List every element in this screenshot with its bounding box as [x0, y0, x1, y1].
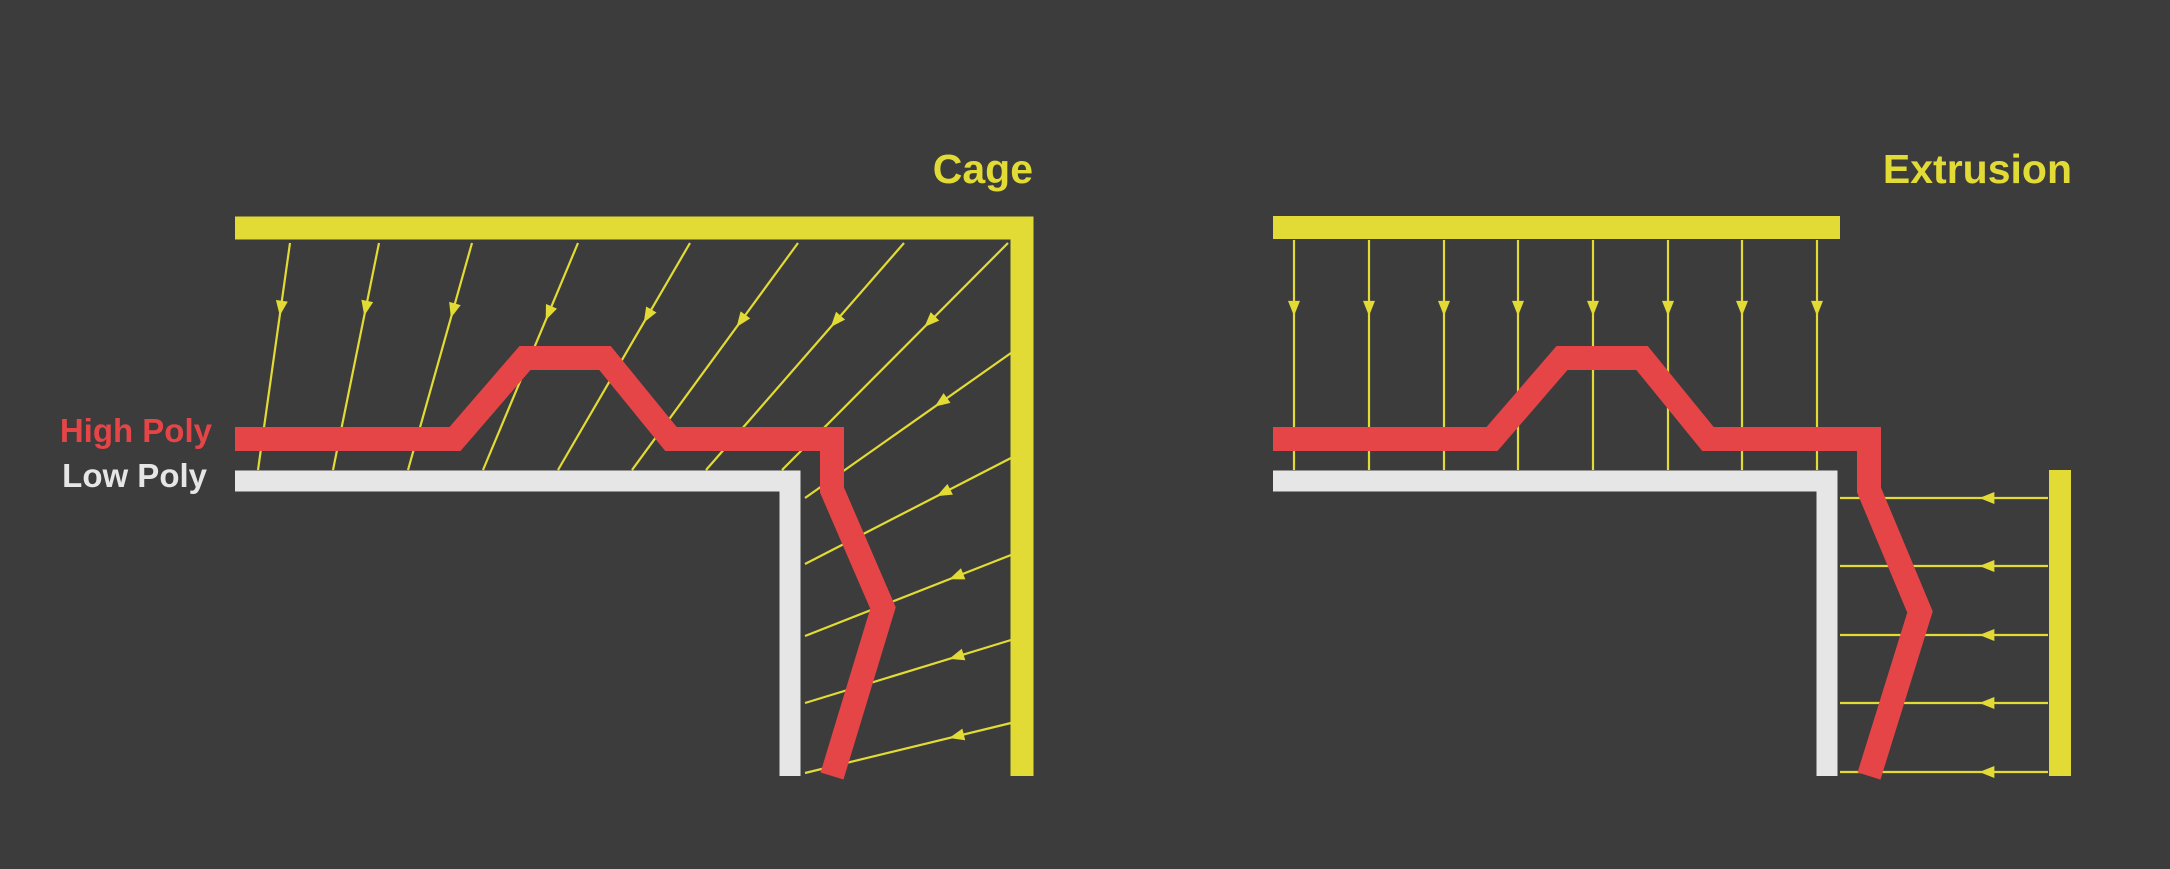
projection-ray: [1840, 560, 2048, 572]
ray-arrow-icon: [449, 301, 461, 318]
ray-arrow-icon: [936, 483, 953, 497]
ray-line: [804, 553, 1012, 638]
ray-arrow-icon: [275, 299, 288, 316]
ray-arrow-icon: [830, 311, 846, 327]
cage-panel: [235, 216, 1034, 780]
ray-line: [557, 242, 691, 471]
ray-arrow-icon: [924, 312, 940, 327]
projection-ray: [1840, 629, 2048, 641]
ray-arrow-icon: [1587, 300, 1599, 316]
ray-arrow-icon: [1979, 492, 1995, 504]
ray-arrow-icon: [1288, 300, 1300, 316]
ray-arrow-icon: [545, 304, 558, 321]
extrusion-bar-top: [1273, 216, 1840, 239]
projection-ray: [1512, 240, 1524, 470]
ray-arrow-icon: [643, 306, 657, 323]
projection-ray: [804, 553, 1012, 638]
ray-line: [804, 638, 1012, 705]
ray-arrow-icon: [1512, 300, 1524, 316]
ray-arrow-icon: [934, 393, 951, 407]
high-poly-line: [235, 346, 896, 780]
projection-ray: [1840, 697, 2048, 709]
extrusion-panel: [1273, 216, 2071, 780]
ray-arrow-icon: [949, 568, 966, 580]
ray-arrow-icon: [1979, 766, 1995, 778]
low-poly-line: [235, 470, 801, 776]
cage-frame: [235, 216, 1034, 776]
high-poly-label: High Poly: [59, 412, 212, 449]
cage-title: Cage: [932, 146, 1033, 192]
extrusion-title: Extrusion: [1882, 146, 2072, 192]
ray-arrow-icon: [1363, 300, 1375, 316]
ray-arrow-icon: [1736, 300, 1748, 316]
low-poly-label: Low Poly: [62, 457, 207, 494]
ray-arrow-icon: [1979, 697, 1995, 709]
low-poly-line: [1273, 470, 1838, 776]
ray-arrow-icon: [361, 299, 374, 316]
projection-ray: [804, 457, 1012, 565]
ray-arrow-icon: [1979, 560, 1995, 572]
projection-ray: [1662, 240, 1674, 470]
extrusion-bar-right: [2049, 470, 2071, 776]
ray-arrow-icon: [1438, 300, 1450, 316]
projection-ray: [557, 242, 691, 471]
ray-arrow-icon: [1811, 300, 1823, 316]
ray-arrow-icon: [736, 311, 751, 327]
ray-arrow-icon: [1662, 300, 1674, 316]
ray-arrow-icon: [949, 728, 966, 741]
high-poly-line: [1273, 346, 1933, 780]
projection-ray: [804, 638, 1012, 705]
ray-line: [804, 457, 1012, 565]
ray-arrow-icon: [1979, 629, 1995, 641]
ray-arrow-icon: [949, 648, 966, 661]
